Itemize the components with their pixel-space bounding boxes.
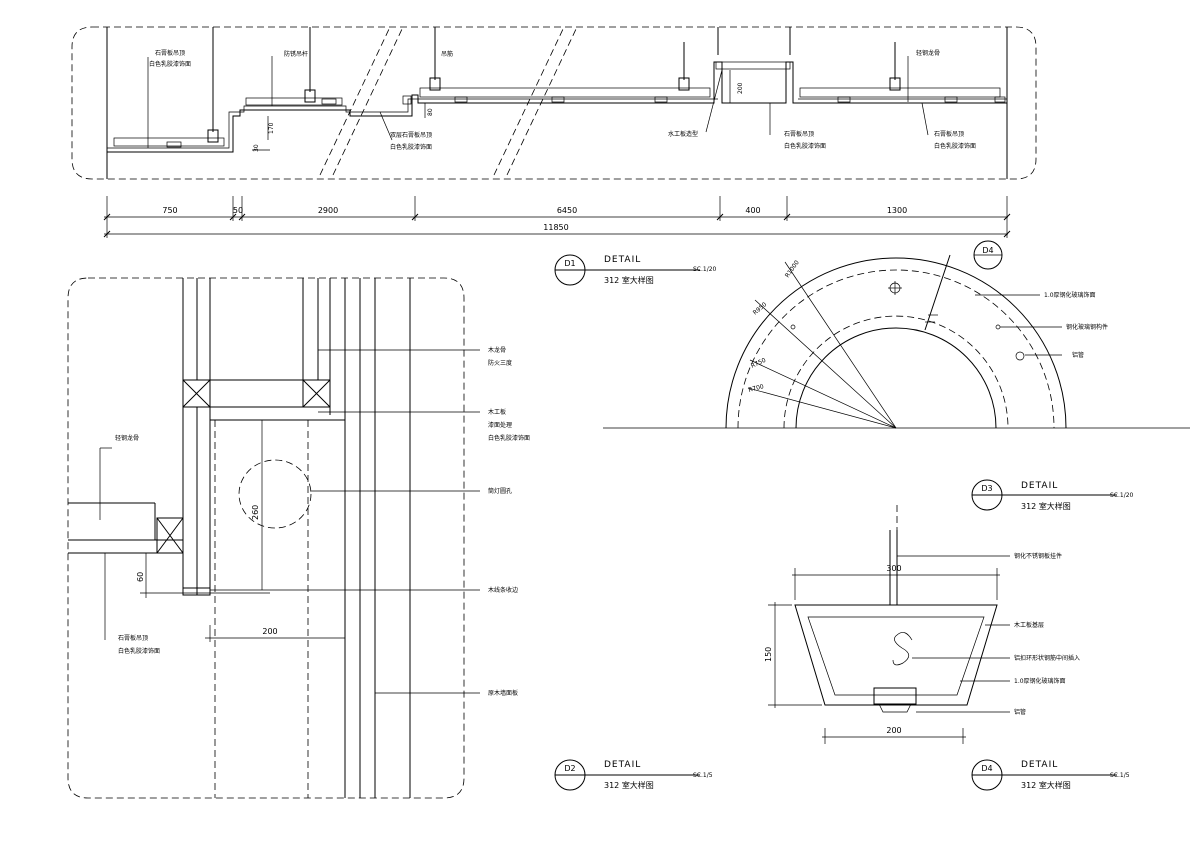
annotation-plywood-base: 木工板基层: [1014, 621, 1044, 629]
detail-d3-word: DETAIL: [1021, 481, 1058, 491]
dim-1300: 1300: [887, 206, 907, 215]
detail-d2-subtitle: 312 室大样图: [604, 780, 654, 790]
dim-total: 11850: [543, 223, 568, 232]
annotation-glass-finish-d4: 1.0厚钢化玻璃饰面: [1014, 677, 1066, 685]
dim-200: 200: [737, 82, 744, 94]
annotation-steel-hanger: 钢化不锈钢板挂件: [1014, 552, 1062, 560]
detail-d1-subtitle: 312 室大样图: [604, 275, 654, 285]
detail-title-d1: D1 DETAIL 312 室大样图 SC.1/20: [554, 254, 717, 286]
annotation-plywood-shape: 水工板造型: [668, 130, 698, 138]
annotation-white-paint-4: 白色乳胶漆饰面: [390, 143, 432, 151]
annotation-hanger-rod: 防锈吊杆: [284, 50, 308, 58]
radius-950: R950: [752, 301, 769, 317]
detail-d2-section: 260 60 200 木龙骨 防火三度 木工板 漆面处理 白色乳胶漆饰面 筒灯圆…: [67, 277, 530, 799]
annotation-plywood: 木工板: [488, 408, 506, 416]
dim-400: 400: [745, 206, 760, 215]
detail-d2-word: DETAIL: [604, 760, 641, 770]
detail-d3-arc: R1000 R950 R750 R700 D4 1.0厚钢化玻璃饰面 钢化玻璃钢…: [603, 240, 1190, 429]
annotation-aluminum-ring: 铝扣环形状钢筋中间插入: [1014, 654, 1080, 662]
detail-d4-subtitle: 312 室大样图: [1021, 780, 1071, 790]
dim-60: 60: [136, 572, 145, 582]
detail-d4-word: DETAIL: [1021, 760, 1058, 770]
dim-6450: 6450: [557, 206, 577, 215]
d2-border: [67, 277, 465, 799]
annotation-glass-finish: 1.0厚钢化玻璃饰面: [1044, 291, 1096, 299]
detail-title-d4: D4 DETAIL 312 室大样图 SC.1/5: [971, 759, 1130, 791]
annotation-gypsum-ceiling-3: 石膏板吊顶: [934, 130, 964, 138]
detail-d2-id: D2: [564, 764, 575, 773]
annotation-white-paint-d2: 白色乳胶漆饰面: [488, 434, 530, 442]
dim-300: 300: [886, 564, 901, 573]
detail-d2-scale: SC.1/5: [693, 772, 713, 779]
top-dimension-chain: 750 50 2900 6450 400 1300 11850: [103, 196, 1011, 238]
annotation-downlight-hole: 筒灯圆孔: [488, 487, 512, 495]
detail-d3-scale: SC.1/20: [1110, 492, 1134, 499]
annotation-aluminum-tube: 铝管: [1072, 351, 1084, 359]
dim-260: 260: [251, 505, 260, 520]
annotation-white-paint: 白色乳胶漆饰面: [149, 60, 191, 68]
detail-d4-section: 300 150 200 钢化不锈钢板挂件 木工板基层 铝扣环形状钢筋中间插入 1…: [764, 505, 1080, 744]
annotation-gypsum-ceiling: 石膏板吊顶: [155, 49, 185, 57]
annotation-white-paint-2: 白色乳胶漆饰面: [784, 142, 826, 150]
dim-2900: 2900: [318, 206, 338, 215]
detail-d3-subtitle: 312 室大样图: [1021, 501, 1071, 511]
annotation-glass-steel: 钢化玻璃钢构件: [1066, 323, 1108, 331]
radius-750: R750: [750, 357, 767, 370]
tag-d4-label: D4: [982, 246, 993, 255]
annotation-gypsum-ceiling-2: 石膏板吊顶: [784, 130, 814, 138]
annotation-suspender: 吊筋: [441, 50, 453, 58]
detail-d4-scale: SC.1/5: [1110, 772, 1130, 779]
detail-d1-id: D1: [564, 259, 575, 268]
annotation-wood-keel: 木龙骨: [488, 346, 506, 354]
dim-50: 50: [233, 206, 243, 215]
dim-30: 30: [253, 144, 260, 152]
detail-d4-id: D4: [981, 764, 992, 773]
detail-d1-scale: SC.1/20: [693, 266, 717, 273]
ceiling-section: 石膏板吊顶 白色乳胶漆饰面 防锈吊杆 吊筋 水工板造型 石膏板吊顶 白色乳胶漆饰…: [71, 26, 1037, 180]
dim-150: 150: [764, 647, 773, 662]
annotation-fireproof: 防火三度: [488, 359, 512, 367]
annotation-light-steel-keel: 轻钢龙骨: [916, 49, 940, 57]
annotation-double-gypsum: 双层石膏板吊顶: [390, 131, 432, 139]
annotation-white-paint-3: 白色乳胶漆饰面: [934, 142, 976, 150]
radius-1000: R1000: [784, 259, 801, 279]
annotation-gypsum-d2: 石膏板吊顶: [118, 634, 148, 642]
annotation-wood-panel: 原木墙面板: [488, 689, 518, 697]
annotation-paint-treatment: 漆面处理: [488, 421, 512, 429]
detail-d3-id: D3: [981, 484, 992, 493]
annotation-aluminum-tube-d4: 铝管: [1014, 708, 1026, 716]
dim-750: 750: [162, 206, 177, 215]
radius-700: R700: [748, 383, 765, 394]
dim-200-d4: 200: [886, 726, 901, 735]
detail-title-d3: D3 DETAIL 312 室大样图 SC.1/20: [971, 479, 1134, 511]
annotation-white-paint-d2b: 白色乳胶漆饰面: [118, 647, 160, 655]
ceiling-section-border: [71, 26, 1037, 180]
detail-d1-word: DETAIL: [604, 255, 641, 265]
dim-170: 170: [268, 122, 275, 134]
annotation-steel-keel-d2: 轻钢龙骨: [115, 434, 139, 442]
dim-200-d2: 200: [262, 627, 277, 636]
annotation-wood-trim: 木线条收边: [488, 586, 518, 594]
dim-80: 80: [427, 108, 434, 116]
detail-title-d2: D2 DETAIL 312 室大样图 SC.1/5: [554, 759, 713, 791]
